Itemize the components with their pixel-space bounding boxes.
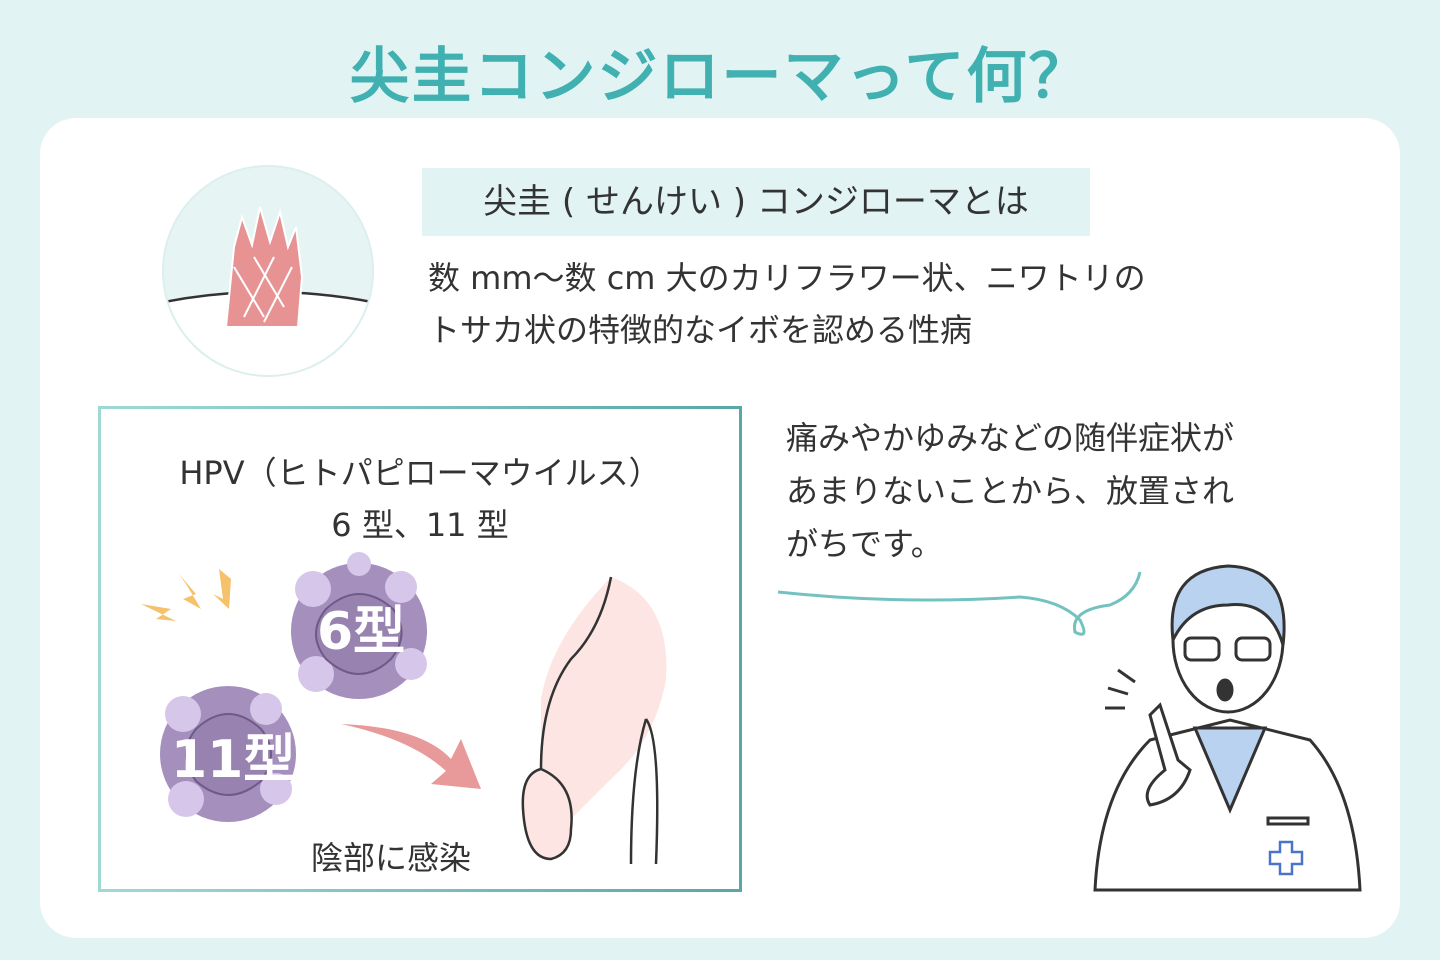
virus-11-label: 11型 (171, 730, 295, 790)
definition-line: トサカ状の特徴的なイボを認める性病 (428, 311, 973, 349)
page-title: 尖圭コンジローマって何？ (349, 42, 1091, 112)
definition-text: 数 mm〜数 cm 大のカリフラワー状、ニワトリの トサカ状の特徴的なイボを認め… (428, 252, 1146, 356)
infection-label: 陰部に感染 (311, 839, 472, 877)
speech-line: あまりないことから、放置され (786, 472, 1235, 510)
speech-line: 痛みやかゆみなどの随伴症状が (786, 419, 1235, 457)
hpv-types: 6 型、11 型 (331, 506, 509, 544)
hpv-name: HPV（ヒトパピローマウイルス） (179, 454, 661, 492)
wart-icon (164, 206, 372, 375)
virus-6-label: 6型 (317, 602, 405, 662)
hpv-illustration: 6型 11型 (141, 552, 667, 865)
virus-11-icon (160, 686, 296, 822)
speech-text: 痛みやかゆみなどの随伴症状が あまりないことから、放置され がちです。 (786, 412, 1234, 571)
penis-illustration (521, 576, 667, 865)
hpv-panel: HPV（ヒトパピローマウイルス） 6 型、11 型 6型 11型 陰部に感染 (98, 406, 742, 892)
virus-6-icon (291, 552, 427, 699)
definition-line: 数 mm〜数 cm 大のカリフラワー状、ニワトリの (428, 259, 1146, 297)
speech-line: がちです。 (786, 525, 943, 563)
definition-heading: 尖圭 ( せんけい ) コンジローマとは (422, 168, 1090, 236)
hpv-title: HPV（ヒトパピローマウイルス） 6 型、11 型 (101, 447, 739, 551)
spark-icon (141, 569, 231, 621)
wart-illustration (162, 165, 374, 377)
arrow-icon (341, 724, 481, 789)
